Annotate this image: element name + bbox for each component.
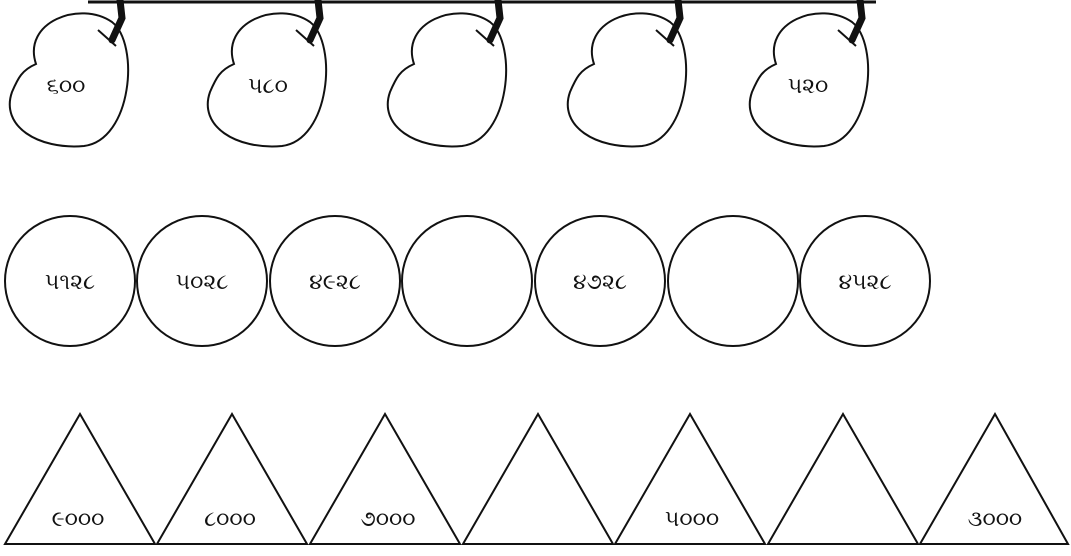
circle-2: ૫૦૨૮ bbox=[137, 216, 267, 346]
triangle-outline bbox=[463, 414, 613, 544]
circle-outline bbox=[402, 216, 532, 346]
circle-label-7: ૪૫૨૮ bbox=[838, 270, 891, 295]
mango-5: ૫૨૦ bbox=[750, 0, 868, 146]
triangle-5: ૫૦૦૦ bbox=[615, 414, 765, 544]
circle-row: ૫૧૨૮ ૫૦૨૮ ૪૯૨૮ ૪૭૨૮ bbox=[5, 216, 930, 346]
triangle-row: ૯૦૦૦ ૮૦૦૦ ૭૦૦૦ ૫૦૦૦ bbox=[5, 414, 1068, 544]
triangle-2: ૮૦૦૦ bbox=[157, 414, 307, 544]
mango-label-5: ૫૨૦ bbox=[788, 74, 829, 99]
mango-3 bbox=[388, 0, 506, 146]
triangle-label-3: ૭૦૦૦ bbox=[360, 507, 415, 532]
mango-label-1: ૬૦૦ bbox=[47, 74, 86, 99]
circle-outline bbox=[668, 216, 798, 346]
circle-1: ૫૧૨૮ bbox=[5, 216, 135, 346]
triangle-label-5: ૫૦૦૦ bbox=[665, 507, 719, 532]
circle-label-5: ૪૭૨૮ bbox=[573, 270, 627, 295]
circle-label-3: ૪૯૨૮ bbox=[309, 270, 361, 295]
triangle-label-1: ૯૦૦૦ bbox=[52, 507, 105, 532]
triangle-1: ૯૦૦૦ bbox=[5, 414, 155, 544]
triangle-label-2: ૮૦૦૦ bbox=[204, 507, 256, 532]
circle-label-2: ૫૦૨૮ bbox=[176, 270, 229, 295]
mango-4 bbox=[568, 0, 686, 146]
circle-7: ૪૫૨૮ bbox=[800, 216, 930, 346]
circle-4 bbox=[402, 216, 532, 346]
triangle-3: ૭૦૦૦ bbox=[310, 414, 460, 544]
mango-row: ૬૦૦ ૫૮૦ bbox=[10, 0, 868, 146]
triangle-label-7: ૩૦૦૦ bbox=[968, 507, 1022, 532]
triangle-4 bbox=[463, 414, 613, 544]
mango-label-2: ૫૮૦ bbox=[248, 74, 288, 99]
mango-2: ૫૮૦ bbox=[208, 0, 326, 146]
mango-outline bbox=[568, 13, 686, 146]
triangle-outline bbox=[768, 414, 918, 544]
triangle-7: ૩૦૦૦ bbox=[920, 414, 1068, 544]
mango-1: ૬૦૦ bbox=[10, 0, 128, 146]
circle-5: ૪૭૨૮ bbox=[535, 216, 665, 346]
triangle-6 bbox=[768, 414, 918, 544]
circle-label-1: ૫૧૨૮ bbox=[45, 270, 95, 295]
mango-outline bbox=[388, 13, 506, 146]
circle-6 bbox=[668, 216, 798, 346]
circle-3: ૪૯૨૮ bbox=[270, 216, 400, 346]
